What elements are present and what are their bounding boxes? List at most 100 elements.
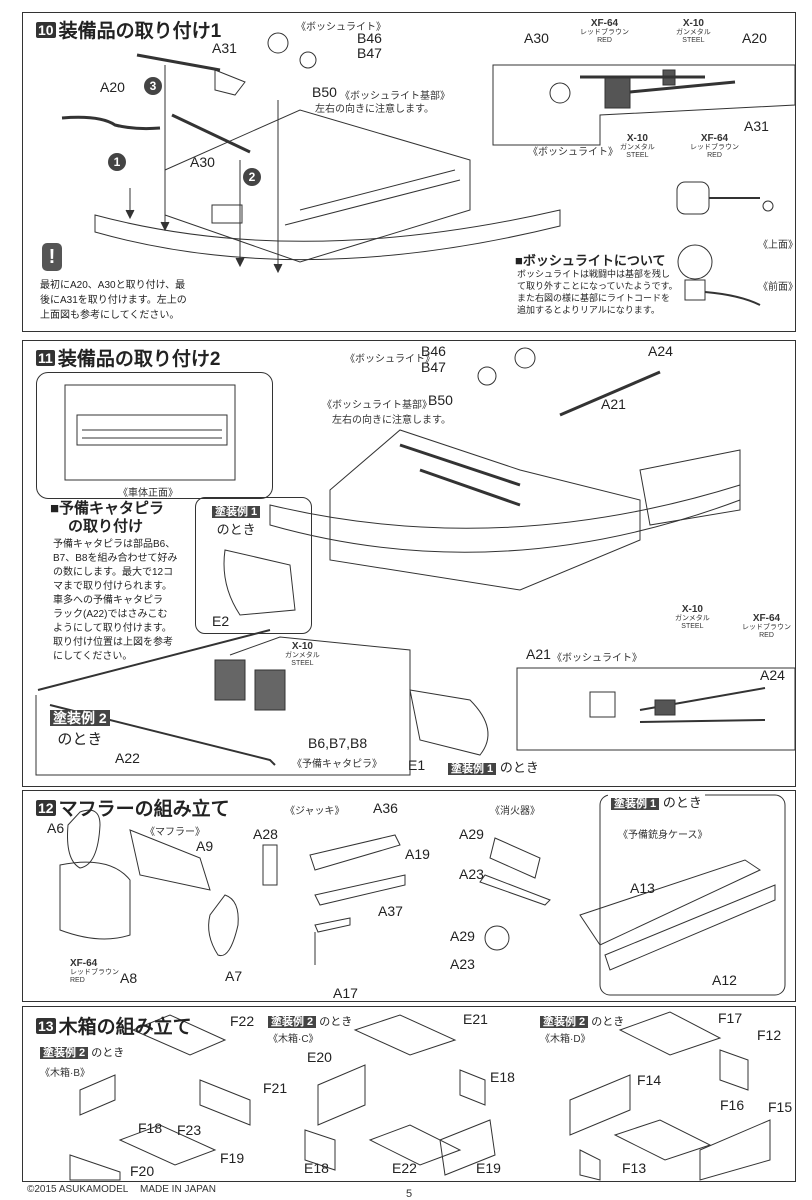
view-label: 《前面》 [758, 282, 798, 293]
step-number: 13 [36, 1017, 56, 1034]
callout-label: 《ボッシュライト基部》 [322, 400, 432, 411]
part-label: A21 [526, 646, 551, 662]
part-label: E22 [392, 1160, 417, 1176]
callout-label: 《予備銃身ケース》 [618, 830, 708, 841]
part-label: B46 [421, 343, 446, 359]
made-in: MADE IN JAPAN [140, 1184, 216, 1195]
step-number: 10 [36, 21, 56, 38]
text-line: B7、B8を組み合わせて好み [53, 553, 178, 564]
paint-code: XF-64 [590, 18, 619, 29]
part-label: F20 [130, 1163, 155, 1179]
part-label: A23 [450, 956, 475, 972]
text-line: 予備キャタピラは部品B6、 [53, 539, 176, 550]
when-label: のとき [91, 1047, 125, 1059]
paint-name-en: STEEL [681, 623, 704, 630]
text-line: にしてください。 [53, 651, 133, 662]
text-line: 取り付け位置は上図を参考 [53, 637, 173, 648]
text-line: マまで取り付けられます。 [53, 581, 172, 592]
scheme-2-label: 塗装例 2 のとき [40, 1044, 124, 1060]
part-label: B6,B7,B8 [308, 735, 368, 751]
order-marker: 2 [243, 168, 261, 186]
when-label: のとき [499, 760, 539, 775]
text-line: 最初にA20、A30と取り付け、最 [40, 280, 186, 291]
text-line: また右図の様に基部にライトコードを [517, 293, 671, 303]
step-number: 11 [36, 349, 55, 366]
callout-label: 《マフラー》 [145, 827, 205, 838]
paint-name-jp: ガンメタル [676, 29, 711, 36]
when-label: のとき [591, 1016, 625, 1028]
callout-label: 《ボッシュライト基部》 [340, 91, 450, 102]
paint-code: X-10 [626, 133, 648, 144]
part-label: F22 [230, 1013, 255, 1029]
part-label: A30 [190, 154, 215, 170]
part-label: A7 [225, 968, 243, 984]
paint-name-en: RED [70, 977, 85, 984]
text-line: の数にします。最大で12コ [53, 567, 174, 578]
part-label: A21 [601, 396, 626, 412]
text-line: て取り外すことになっていたようです。 [517, 281, 678, 291]
step-13-panel [22, 1006, 796, 1182]
part-label: E1 [408, 757, 426, 773]
part-label: A37 [378, 903, 403, 919]
scheme-badge: 塗装例 1 [212, 506, 261, 518]
part-label: A24 [648, 343, 673, 359]
order-marker: 1 [108, 153, 126, 171]
callout-label: 《予備キャタピラ》 [292, 759, 382, 770]
step-10-panel [22, 12, 796, 332]
part-label: B47 [357, 45, 382, 61]
paint-code: XF-64 [700, 133, 729, 144]
part-label: A29 [459, 826, 484, 842]
paint-code: XF-64 [70, 958, 98, 969]
scheme-2-label: 塗装例 2 のとき [540, 1013, 624, 1029]
part-label: A23 [459, 866, 484, 882]
part-label: A24 [760, 667, 785, 683]
order-marker: 3 [144, 77, 162, 95]
bosch-note-text: ボッシュライトは戦闘中は基部を残し て取り外すことになっていたようです。 また右… [517, 268, 678, 316]
paint-name-jp: ガンメタル [675, 615, 710, 622]
part-label: E20 [307, 1049, 332, 1065]
part-label: F21 [263, 1080, 288, 1096]
callout-label: 《ジャッキ》 [285, 806, 345, 817]
part-label: A19 [405, 846, 430, 862]
part-label: A20 [742, 30, 767, 46]
part-label: A13 [630, 880, 655, 896]
paint-name-jp: レッドブラウン [580, 29, 629, 36]
paint-name-en: STEEL [291, 660, 314, 667]
text-line: ■予備キャタピラ [50, 500, 165, 517]
callout-label: 《ボッシュライト》 [528, 147, 618, 158]
scheme-badge: 塗装例 2 [268, 1016, 317, 1028]
part-label: A31 [744, 118, 769, 134]
part-label: A36 [373, 800, 398, 816]
paint-code: XF-64 [752, 613, 781, 624]
view-label: 《車体正面》 [118, 488, 178, 499]
paint-code: X-10 [681, 604, 703, 615]
callout-label: 《木箱·B》 [40, 1068, 90, 1079]
callout-label: 《木箱·C》 [268, 1034, 319, 1045]
text-line: の取り付け [68, 518, 144, 535]
part-label: F17 [718, 1010, 743, 1026]
paint-name-jp: レッドブラウン [690, 144, 739, 151]
part-label: E21 [463, 1011, 488, 1027]
part-label: B46 [357, 30, 382, 46]
text-line: 車多への予備キャタピラ [53, 595, 163, 606]
part-label: A17 [333, 985, 358, 1001]
front-view-inset [36, 372, 273, 499]
when-label: のとき [57, 731, 103, 748]
part-label: F12 [757, 1027, 782, 1043]
step-title-text: 装備品の取り付け2 [57, 349, 221, 370]
paint-name-en: STEEL [682, 37, 705, 44]
step-title-text: 装備品の取り付け1 [58, 21, 222, 42]
part-label: A6 [47, 820, 65, 836]
paint-code: X-10 [291, 641, 313, 652]
paint-name-jp: レッドブラウン [70, 969, 119, 976]
part-label: E19 [476, 1160, 501, 1176]
part-label: E2 [212, 613, 230, 629]
text-line: 後にA31を取り付けます。左上の [40, 295, 187, 306]
